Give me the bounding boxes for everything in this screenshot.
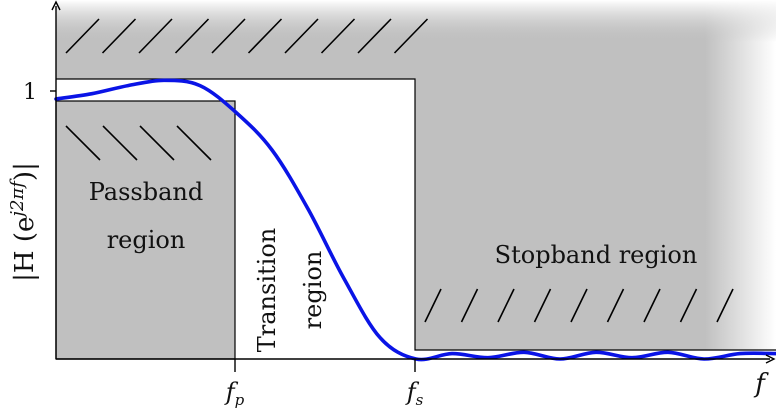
- stopband-hatch-mark: [460, 288, 479, 323]
- stopband-label: Stopband region: [495, 241, 698, 269]
- upper-fade-top: [56, 0, 776, 42]
- upper-hatch-mark: [101, 18, 137, 54]
- passband-hatch-mark: [65, 125, 101, 161]
- upper-hatch-mark: [138, 18, 173, 54]
- upper-hatch-mark: [320, 18, 356, 54]
- upper-hatch-mark: [393, 18, 429, 54]
- fs-tick-label: fs: [405, 378, 424, 409]
- passband-hatch-mark: [176, 125, 212, 161]
- transition-label-line2: region: [299, 251, 327, 330]
- fp-tick-label: fp: [224, 378, 245, 409]
- passband-forbidden-region: [55, 100, 236, 360]
- hatch-stopband: [424, 288, 734, 323]
- upper-hatch-mark: [65, 18, 100, 54]
- y-axis-arrow: [51, 0, 61, 11]
- transition-label-line1: Transition: [253, 228, 281, 352]
- hatch-passband: [65, 125, 212, 161]
- passband-hatch-mark: [102, 125, 138, 161]
- stopband-hatch-mark: [643, 288, 661, 323]
- stopband-hatch-mark: [570, 288, 588, 323]
- upper-hatch-mark: [211, 18, 246, 54]
- stopband-hatch-mark: [679, 288, 698, 323]
- forbidden-regions: [55, 0, 776, 360]
- axes: [50, 0, 776, 372]
- passband-upper-bound: [56, 78, 776, 351]
- stopband-hatch-mark: [716, 288, 734, 323]
- passband-label-line2: region: [107, 226, 186, 254]
- stopband-hatch-mark: [497, 288, 515, 323]
- x-axis-label: f: [753, 369, 769, 399]
- upper-hatch-mark: [247, 18, 283, 54]
- stopband-hatch-mark: [533, 288, 552, 323]
- y-tick-one-label: 1: [23, 80, 37, 105]
- y-axis-label: |H (ej2πf)|: [7, 162, 40, 282]
- upper-hatch-mark: [174, 18, 210, 54]
- hatch-upper: [65, 18, 429, 54]
- upper-hatch-mark: [284, 18, 319, 54]
- stopband-hatch-mark: [606, 288, 625, 323]
- spec-boundaries: [56, 78, 776, 351]
- stopband-hatch-mark: [424, 288, 442, 323]
- upper-hatch-mark: [357, 18, 392, 54]
- x-axis-arrow: [765, 354, 776, 364]
- passband-hatch-mark: [139, 125, 175, 161]
- passband-label-line1: Passband: [89, 178, 204, 206]
- stopband-allowed-strip: [415, 350, 776, 359]
- upper-fade-right: [705, 0, 776, 350]
